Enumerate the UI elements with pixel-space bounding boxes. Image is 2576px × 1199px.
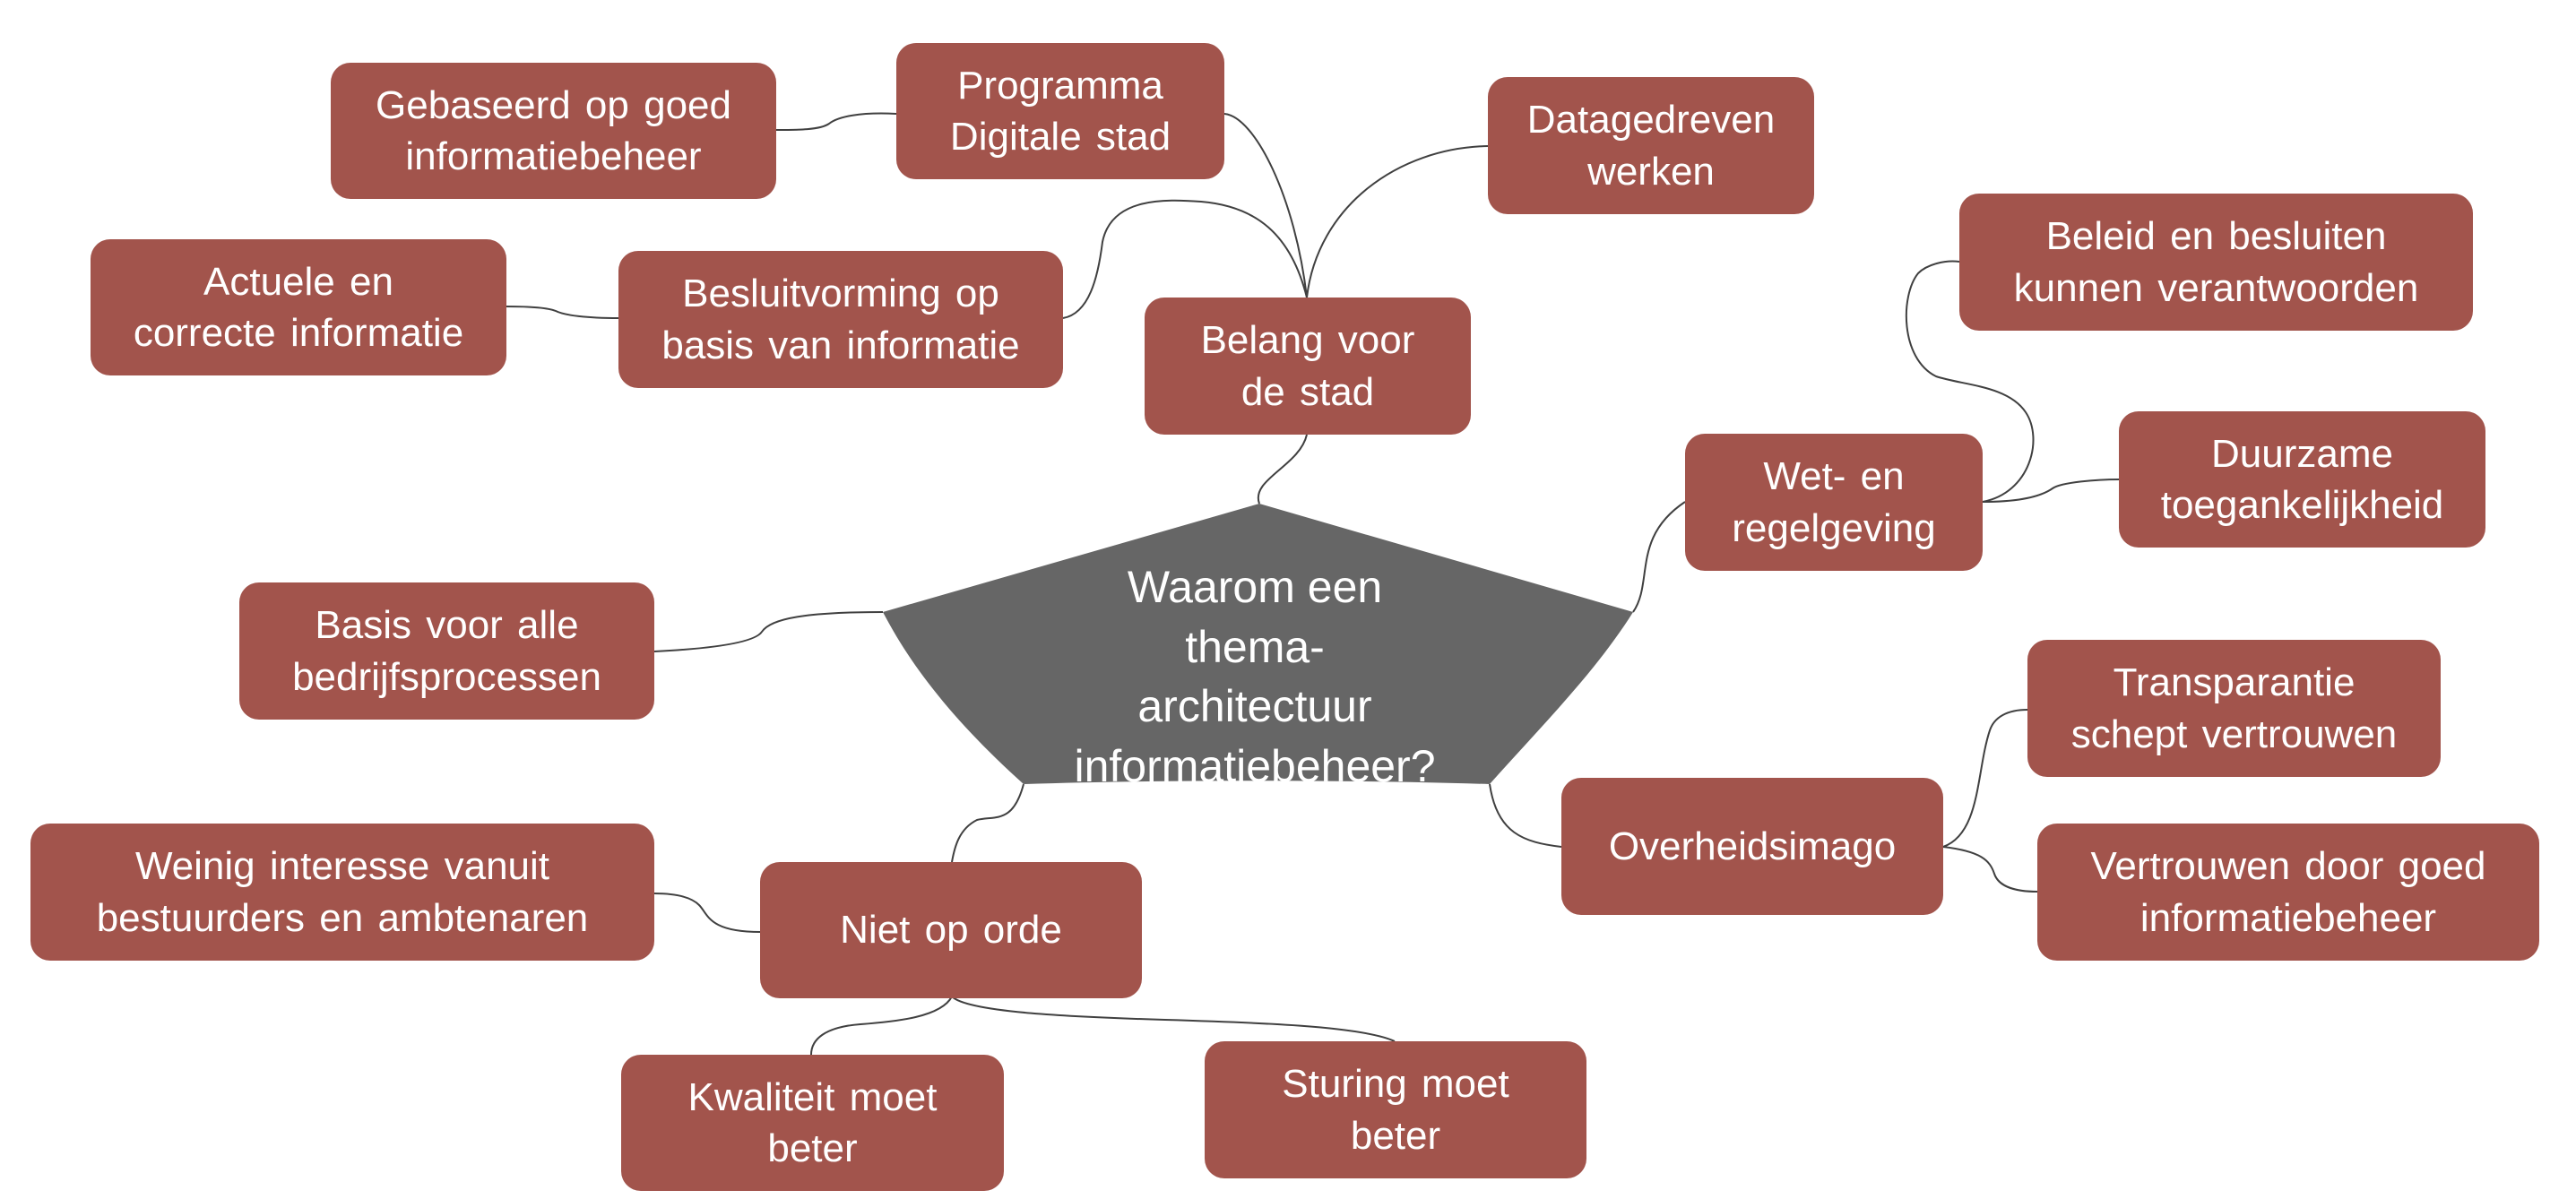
node-actuele-en-correcte-informatie: Actuele en correcte informatie — [91, 239, 506, 375]
connector-niet-weinig — [653, 893, 761, 933]
center-label: Waarom een thema- architectuur informati… — [1074, 562, 1436, 791]
node-weinig-interesse: Weinig interesse vanuit bestuurders en a… — [30, 824, 654, 961]
connector-overheid-transparantie — [1942, 709, 2028, 848]
node-overheidsimago: Overheidsimago — [1561, 778, 1943, 915]
node-datagedreven-werken: Datagedreven werken — [1488, 77, 1814, 214]
node-beleid-en-besluiten: Beleid en besluiten kunnen verantwoorden — [1959, 194, 2473, 331]
connector-niet-sturing — [951, 996, 1396, 1042]
node-sturing-moet-beter: Sturing moet beter — [1205, 1041, 1586, 1178]
connector-belang-besluitvorming — [1062, 199, 1308, 319]
connector-niet-kwaliteit — [810, 996, 953, 1056]
node-wet-en-regelgeving: Wet- en regelgeving — [1685, 434, 1983, 571]
connector-besluitvorming-actuele — [506, 306, 619, 319]
node-vertrouwen-door-goed-informatiebeheer: Vertrouwen door goed informatiebeheer — [2037, 824, 2539, 961]
node-gebaseerd-op-goed-informatiebeheer: Gebaseerd op goed informatiebeheer — [331, 63, 776, 199]
connector-programma-gebaseerd — [775, 112, 897, 131]
connector-center-belang — [1257, 434, 1308, 505]
center-pentagon — [883, 504, 1633, 784]
node-belang-voor-de-stad: Belang voor de stad — [1145, 298, 1471, 435]
connector-belang-datagedreven — [1306, 145, 1489, 298]
connector-center-basis — [653, 611, 884, 652]
connector-belang-programma — [1223, 113, 1308, 298]
node-programma-digitale-stad: Programma Digitale stad — [896, 43, 1224, 179]
connector-wet-beleid — [1905, 260, 2035, 503]
node-kwaliteit-moet-beter: Kwaliteit moet beter — [621, 1055, 1004, 1191]
node-transparantie-schept-vertrouwen: Transparantie schept vertrouwen — [2027, 640, 2441, 777]
connector-center-wet — [1632, 501, 1686, 613]
node-duurzame-toegankelijkheid: Duurzame toegankelijkheid — [2119, 411, 2485, 548]
node-besluitvorming-op-basis-van-informatie: Besluitvorming op basis van informatie — [618, 251, 1063, 388]
connector-overheid-vertrouwen — [1942, 846, 2038, 893]
connector-center-niet-op-orde — [951, 783, 1024, 863]
node-niet-op-orde: Niet op orde — [760, 862, 1142, 998]
connector-wet-duurzame — [1982, 479, 2120, 503]
connector-center-overheid — [1489, 783, 1562, 848]
node-basis-voor-alle-bedrijfsprocessen: Basis voor alle bedrijfsprocessen — [239, 582, 654, 720]
